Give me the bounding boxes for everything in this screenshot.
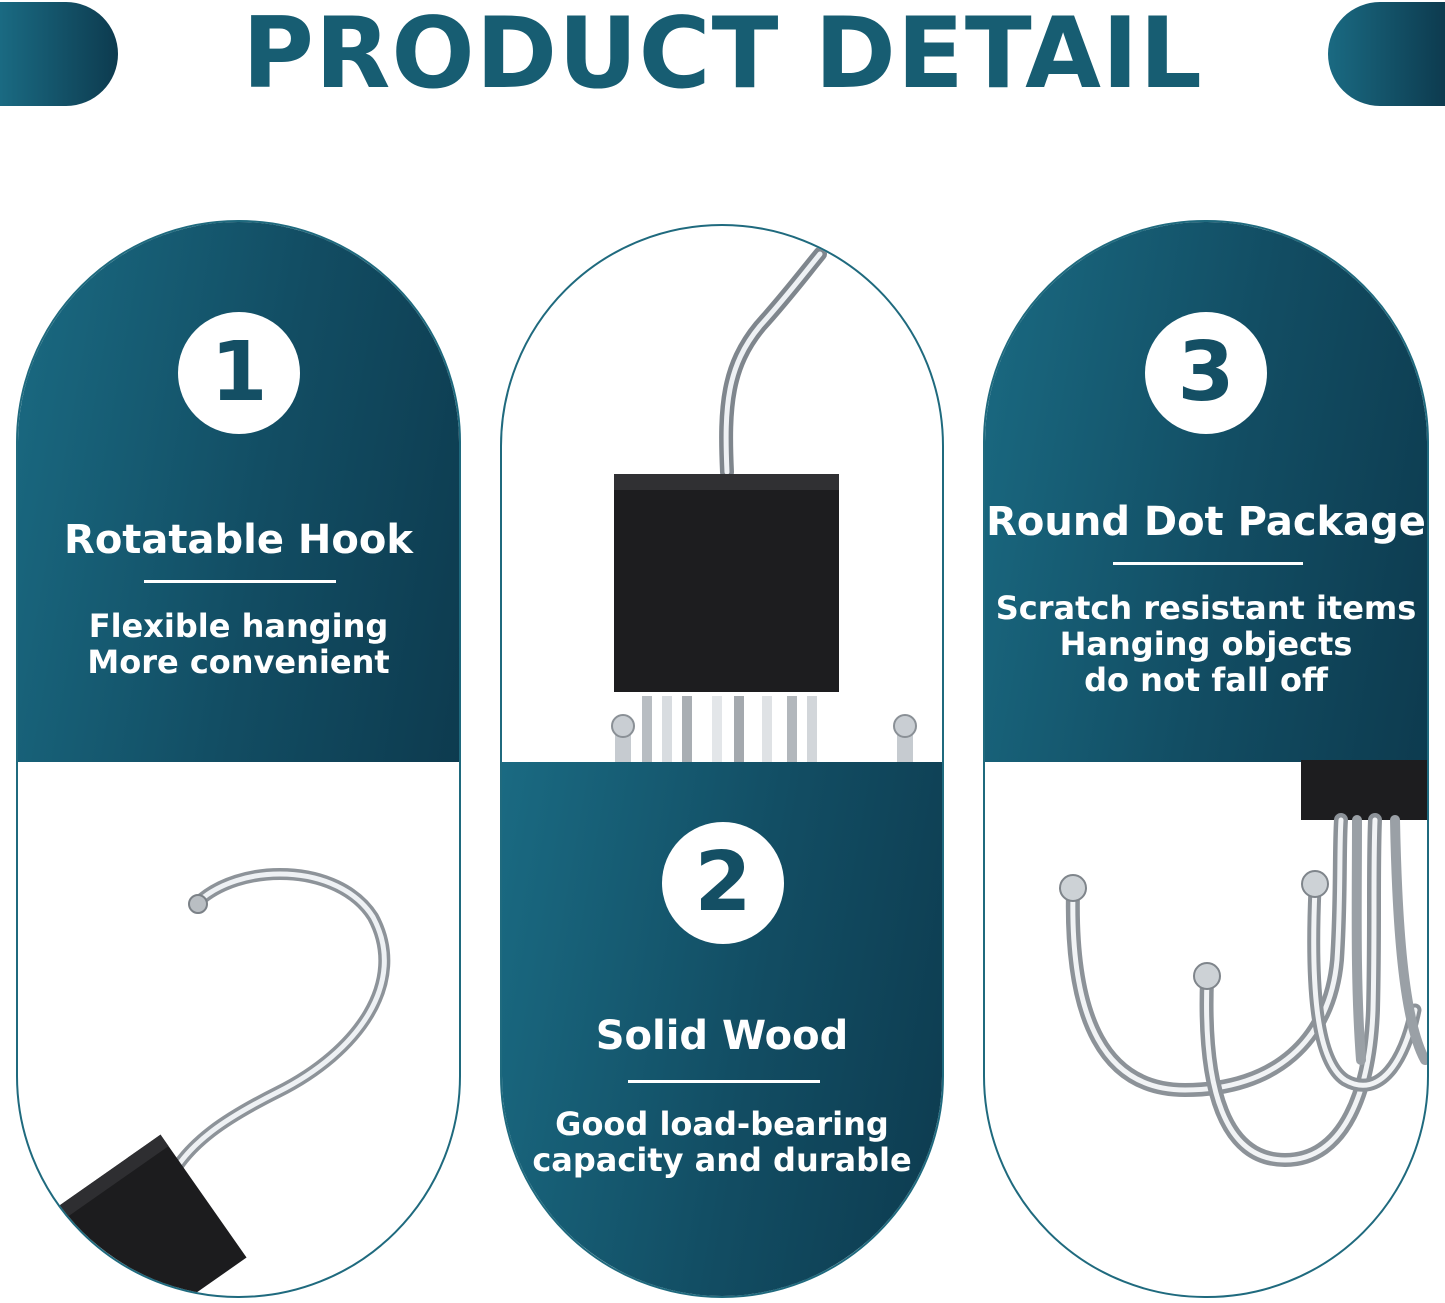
- feature-desc-line: Scratch resistant items: [995, 589, 1417, 627]
- feature-description: Scratch resistant items Hanging objects …: [985, 590, 1427, 698]
- feature-card-solid-wood: 2 Solid Wood Good load-bearing capacity …: [500, 224, 944, 1298]
- rotatable-hook-illustration-icon: [29, 867, 391, 1292]
- feature-card-rotatable-hook: 1 Rotatable Hook Flexible hanging More c…: [16, 220, 461, 1298]
- feature-card-round-dot-package: 3 Round Dot Package Scratch resistant it…: [983, 220, 1429, 1298]
- header-left-pill-icon: [0, 2, 118, 106]
- feature-desc-line: do not fall off: [1084, 661, 1328, 699]
- feature-number-badge: 3: [1145, 312, 1267, 434]
- feature-number-badge: 1: [178, 312, 300, 434]
- feature-desc-line: Hanging objects: [1059, 625, 1353, 663]
- feature-title: Solid Wood: [595, 1013, 849, 1059]
- title-divider: [1113, 562, 1303, 565]
- feature-desc-line: Flexible hanging: [88, 607, 389, 645]
- feature-desc-line: More convenient: [87, 643, 390, 681]
- title-divider: [144, 580, 336, 583]
- feature-desc-line: Good load-bearing: [555, 1105, 889, 1143]
- round-dot-hooks-illustration-icon: [1059, 760, 1427, 1168]
- solid-wood-block-illustration-icon: [611, 247, 917, 762]
- feature-title: Round Dot Package: [986, 499, 1426, 545]
- feature-number-badge: 2: [662, 822, 784, 944]
- feature-title: Rotatable Hook: [64, 517, 413, 563]
- title-divider: [628, 1080, 820, 1083]
- page-title: PRODUCT DETAIL: [242, 0, 1203, 111]
- feature-description: Flexible hanging More convenient: [18, 608, 459, 680]
- feature-description: Good load-bearing capacity and durable: [502, 1106, 942, 1178]
- feature-desc-line: capacity and durable: [532, 1141, 912, 1179]
- card-1-teal-panel: [18, 222, 459, 762]
- header-right-pill-icon: [1328, 2, 1445, 106]
